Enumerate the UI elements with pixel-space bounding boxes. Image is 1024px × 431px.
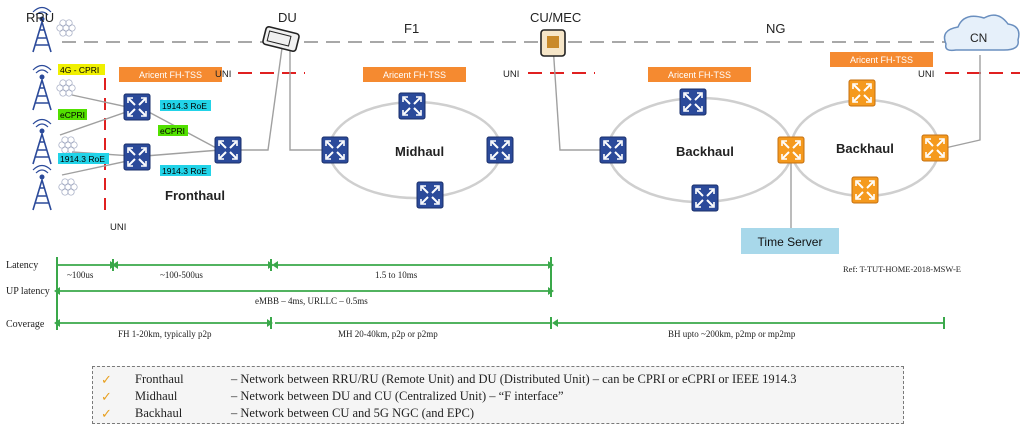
uni-label-bottom: UNI: [110, 222, 126, 233]
time-server-label: Time Server: [758, 235, 823, 249]
coverage-fh-value: FH 1-20km, typically p2p: [118, 329, 212, 339]
coverage-bh-value: BH upto ~200km, p2mp or mp2mp: [668, 329, 796, 339]
midhaul-label: Midhaul: [395, 144, 444, 159]
cu-mec-label: CU/MEC: [530, 10, 581, 25]
backhaul-label-1: Backhaul: [676, 144, 734, 159]
time-server-box: [741, 228, 839, 254]
aricent-label-3: Aricent FH-TSS: [668, 70, 731, 80]
fronthaul-label: Fronthaul: [165, 188, 225, 203]
uni-label-cu: UNI: [503, 69, 519, 80]
cn-label: CN: [970, 31, 987, 45]
aricent-label-2: Aricent FH-TSS: [383, 70, 446, 80]
tag-ecpri-2-bg: [158, 125, 188, 136]
check-icon: ✓: [101, 372, 112, 387]
up-latency-label: UP latency: [6, 286, 50, 297]
aricent-banners: [119, 52, 933, 82]
tag-ecpri-2: eCPRI: [160, 126, 185, 136]
metric-arrows: [57, 264, 944, 324]
aricent-label-1: Aricent FH-TSS: [139, 70, 202, 80]
aricent-label-4: Aricent FH-TSS: [850, 55, 913, 65]
legend-desc: – Network between CU and 5G NGC (and EPC…: [231, 406, 475, 420]
up-latency-value: eMBB – 4ms, URLLC – 0.5ms: [255, 296, 368, 306]
rru-label: RRU: [26, 10, 54, 25]
tag-cpri-bg: [58, 64, 105, 75]
cu-mec-device-icon: [540, 29, 566, 57]
coverage-mh-value: MH 20-40km, p2p or p2mp: [338, 329, 438, 339]
tag-roe-1: 1914.3 RoE: [162, 101, 207, 111]
tag-roe-3-bg: [160, 165, 211, 176]
legend-term: Fronthaul: [135, 372, 184, 386]
legend-box: ✓ Fronthaul – Network between RRU/RU (Re…: [92, 366, 904, 424]
coverage-label: Coverage: [6, 319, 45, 330]
tag-roe-3: 1914.3 RoE: [162, 166, 207, 176]
metric-arrowheads: [54, 261, 558, 327]
latency-fh2-value: ~100-500us: [160, 270, 203, 280]
tag-roe-1-bg: [160, 100, 211, 111]
reference-text: Ref: T-TUT-HOME-2018-MSW-E: [843, 264, 961, 274]
du-label: DU: [278, 10, 297, 25]
tag-ecpri-1: eCPRI: [60, 110, 85, 120]
legend-term: Midhaul: [135, 389, 178, 403]
du-device-icon: [262, 25, 300, 53]
tag-roe-2-bg: [58, 153, 109, 164]
latency-mh-value: 1.5 to 10ms: [375, 270, 418, 280]
metric-ticks: [56, 257, 945, 330]
tag-ecpri-1-bg: [58, 109, 87, 120]
ng-label: NG: [766, 21, 786, 36]
latency-fh-value: ~100us: [67, 270, 94, 280]
uni-label-cn: UNI: [918, 69, 934, 80]
uni-label-du: UNI: [215, 69, 231, 80]
legend-term: Backhaul: [135, 406, 183, 420]
legend-desc: – Network between DU and CU (Centralized…: [231, 389, 564, 403]
check-icon: ✓: [101, 406, 112, 421]
f1-label: F1: [404, 21, 419, 36]
check-icon: ✓: [101, 389, 112, 404]
legend-desc: – Network between RRU/RU (Remote Unit) a…: [231, 372, 797, 386]
rru-tower-icon: [32, 6, 78, 211]
latency-label: Latency: [6, 260, 38, 271]
backhaul-label-2: Backhaul: [836, 141, 894, 156]
tag-cpri: 4G - CPRI: [60, 65, 99, 75]
tag-roe-2: 1914.3 RoE: [60, 154, 105, 164]
cn-cloud-icon: [943, 14, 1020, 52]
